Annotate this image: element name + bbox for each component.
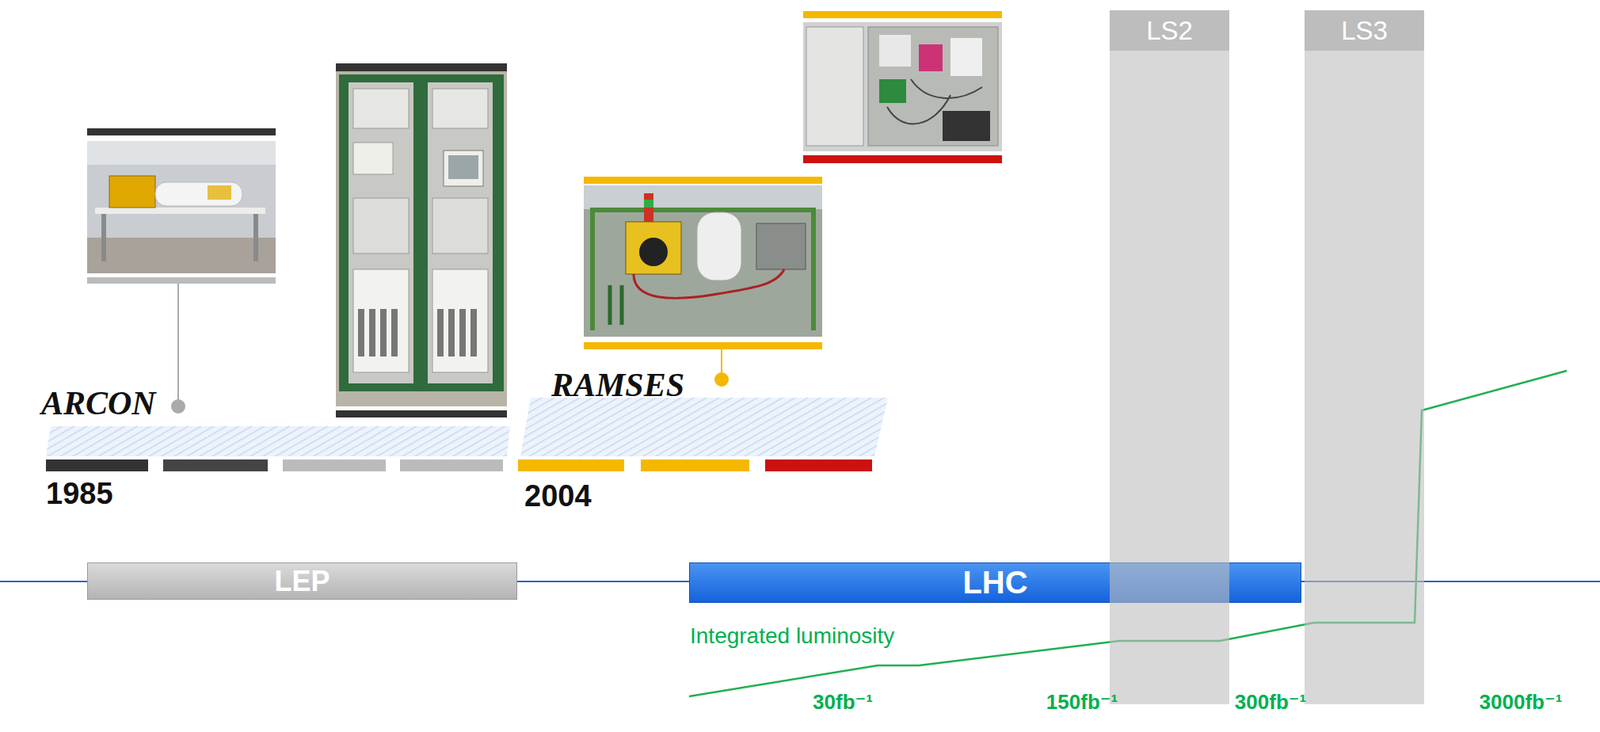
leader-dot: [714, 372, 729, 387]
year-label: 2004: [524, 480, 592, 514]
node-text: LS2: [1109, 10, 1230, 51]
arcon-photo: [87, 128, 276, 284]
leader-dot: [171, 399, 186, 414]
system-name: ARCON: [41, 384, 157, 422]
rack-photo: [335, 63, 507, 418]
node-text: LS3: [1304, 10, 1425, 51]
era-bar: LEP: [87, 562, 518, 600]
curve-label: Integrated luminosity: [689, 624, 895, 649]
luminosity-value: 3000fb⁻¹: [1479, 690, 1563, 714]
node-text: LHC: [962, 564, 1028, 601]
luminosity-value: 30fb⁻¹: [812, 690, 873, 714]
leader-line: [177, 283, 180, 400]
shutdown-column: LS3: [1304, 10, 1425, 705]
phase-segments: [45, 459, 873, 472]
arcon-band: [45, 426, 511, 457]
ramses-photo: [583, 176, 823, 350]
luminosity-value: 150fb⁻¹: [1046, 690, 1118, 714]
leader-line: [720, 349, 723, 374]
ramses-band: [520, 397, 888, 457]
year-label: 1985: [45, 477, 114, 511]
cabinet-photo: [803, 11, 1002, 164]
system-name: RAMSES: [551, 366, 685, 404]
luminosity-value: 300fb⁻¹: [1234, 690, 1307, 714]
shutdown-column: LS2: [1109, 10, 1230, 705]
node-text: LEP: [274, 564, 330, 599]
